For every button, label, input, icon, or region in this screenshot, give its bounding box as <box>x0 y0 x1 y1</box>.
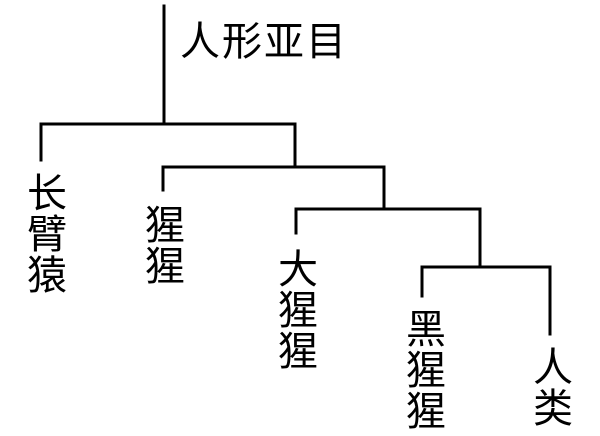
root-label: 人形亚目 <box>180 19 348 65</box>
leaf-label-gorilla: 大猩猩 <box>271 248 317 371</box>
leaf-label-human: 人类 <box>526 346 572 428</box>
leaf-label-orangutan: 猩猩 <box>138 204 184 286</box>
leaf-label-chimpanzee: 黑猩猩 <box>399 308 445 431</box>
leaf-label-gibbon: 长臂猿 <box>20 172 66 295</box>
